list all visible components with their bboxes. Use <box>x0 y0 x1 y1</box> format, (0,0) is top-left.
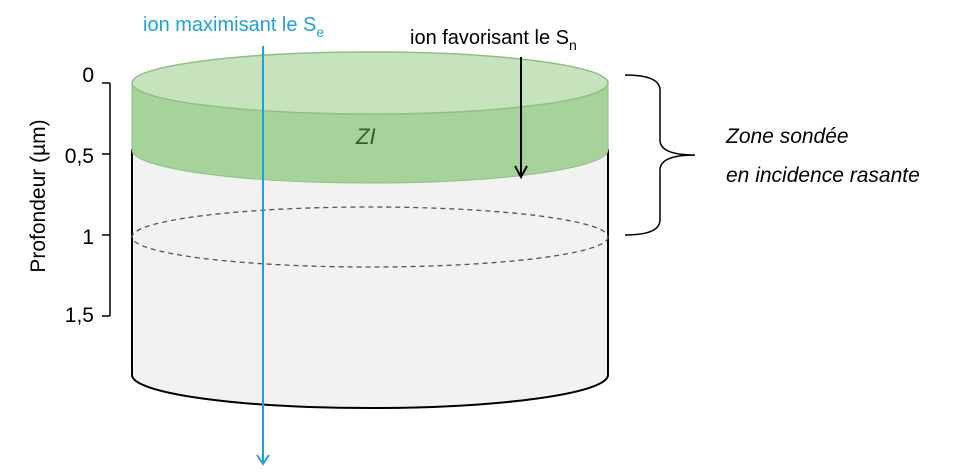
tick-label-1: 1 <box>82 226 94 249</box>
y-axis-label: Profondeur (µm) <box>27 119 50 272</box>
ion-sn-label: ion favorisant le Sn <box>410 27 577 53</box>
probed-zone-line1: Zone sondée <box>725 125 849 148</box>
tick-label-1-5: 1,5 <box>65 304 94 327</box>
tick-label-0-5: 0,5 <box>65 145 94 168</box>
ion-se-label: ion maximisant le Se <box>143 14 324 40</box>
probed-zone-brace <box>625 75 695 235</box>
probed-zone-line2: en incidence rasante <box>726 164 920 187</box>
tick-label-0: 0 <box>82 64 94 87</box>
irradiated-zone-top <box>132 52 608 114</box>
depth-axis <box>102 83 110 316</box>
zone-label: ZI <box>355 124 376 149</box>
cylinder-body <box>132 150 608 408</box>
